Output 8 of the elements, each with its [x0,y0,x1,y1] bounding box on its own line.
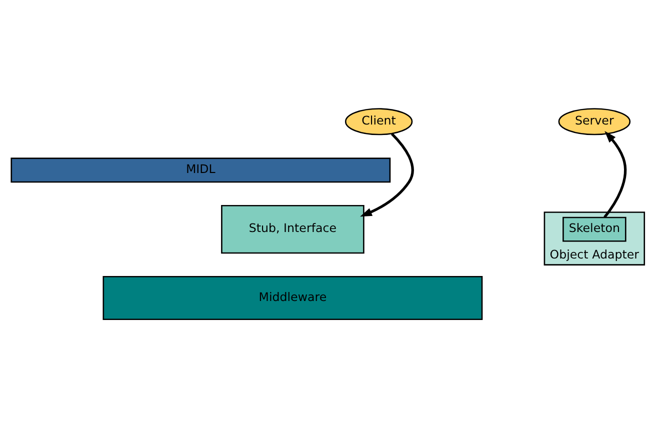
node-box: Stub, Interface [221,204,364,254]
node-ellipse: Server [558,108,631,135]
arrow [360,132,414,216]
node-box: Skeleton [562,216,626,242]
node-box: Middleware [102,275,483,320]
node-box: MIDL [10,157,391,182]
arrow [604,130,627,218]
node-ellipse: Client [344,108,413,135]
